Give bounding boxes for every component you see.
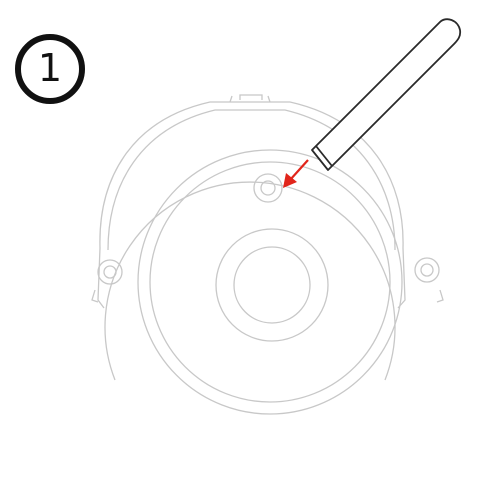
camera-body (91, 94, 444, 415)
mount-bracket (99, 101, 404, 249)
step-number: 1 (37, 46, 63, 90)
lens (215, 228, 329, 342)
step-number-badge: 1 (15, 34, 85, 104)
left-screw (97, 259, 123, 285)
antenna-port-icon (253, 173, 283, 203)
antenna-icon (311, 18, 462, 171)
right-screw (414, 257, 440, 283)
arrow-icon (283, 159, 309, 188)
